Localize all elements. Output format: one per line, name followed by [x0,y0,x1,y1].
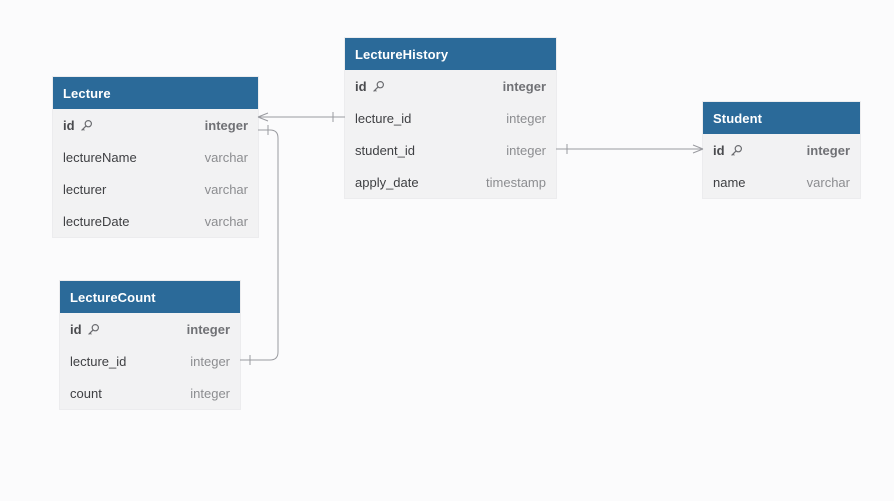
column-name: apply_date [355,174,419,190]
primary-key-icon [87,323,100,336]
column-name: id [713,142,725,158]
column-row-count[interactable]: count integer [60,377,240,409]
column-row-id[interactable]: id integer [53,109,258,141]
column-type: integer [502,78,546,94]
crows-foot-many-icon [692,144,704,154]
column-row-id[interactable]: id integer [60,313,240,345]
table-student[interactable]: Student id integer name varchar [703,102,860,198]
column-name: lecture_id [355,110,412,126]
table-header-lecture-history[interactable]: LectureHistory [345,38,556,70]
primary-key-icon [372,80,385,93]
column-row-lectureName[interactable]: lectureName varchar [53,141,258,173]
column-type: integer [506,142,546,158]
column-name: id [63,117,75,133]
column-row-lectureDate[interactable]: lectureDate varchar [53,205,258,237]
column-name: id [70,321,82,337]
column-type: integer [204,117,248,133]
column-type: integer [806,142,850,158]
column-name: lectureName [63,149,137,165]
column-row-student_id[interactable]: student_id integer [345,134,556,166]
column-row-lecturer[interactable]: lecturer varchar [53,173,258,205]
relationship-lecture-to-lecture-history[interactable] [257,112,345,122]
column-type: integer [190,385,230,401]
column-type: varchar [204,213,248,229]
column-row-id[interactable]: id integer [345,70,556,102]
column-name: lectureDate [63,213,130,229]
table-title: Student [713,110,763,126]
column-name: id [355,78,367,94]
column-type: varchar [204,181,248,197]
primary-key-icon [730,144,743,157]
column-row-lecture_id[interactable]: lecture_id integer [60,345,240,377]
crows-foot-many-icon [257,112,269,122]
column-row-name[interactable]: name varchar [703,166,860,198]
table-lecture[interactable]: Lecture id integer lectureName varchar l… [53,77,258,237]
relationship-lecture-history-to-student[interactable] [556,144,704,154]
table-lecture-history[interactable]: LectureHistory id integer lecture_id int… [345,38,556,198]
column-name: lecturer [63,181,107,197]
column-row-lecture_id[interactable]: lecture_id integer [345,102,556,134]
column-name: name [713,174,746,190]
column-row-apply_date[interactable]: apply_date timestamp [345,166,556,198]
table-title: LectureCount [70,289,156,305]
column-row-id[interactable]: id integer [703,134,860,166]
column-type: varchar [204,149,248,165]
table-title: Lecture [63,85,111,101]
column-type: integer [186,321,230,337]
column-name: count [70,385,102,401]
table-header-lecture[interactable]: Lecture [53,77,258,109]
column-type: timestamp [486,174,546,190]
column-name: student_id [355,142,415,158]
table-lecture-count[interactable]: LectureCount id integer lecture_id integ… [60,281,240,409]
column-type: integer [190,353,230,369]
table-header-lecture-count[interactable]: LectureCount [60,281,240,313]
column-type: varchar [806,174,850,190]
column-name: lecture_id [70,353,127,369]
column-type: integer [506,110,546,126]
primary-key-icon [80,119,93,132]
table-header-student[interactable]: Student [703,102,860,134]
table-title: LectureHistory [355,46,449,62]
